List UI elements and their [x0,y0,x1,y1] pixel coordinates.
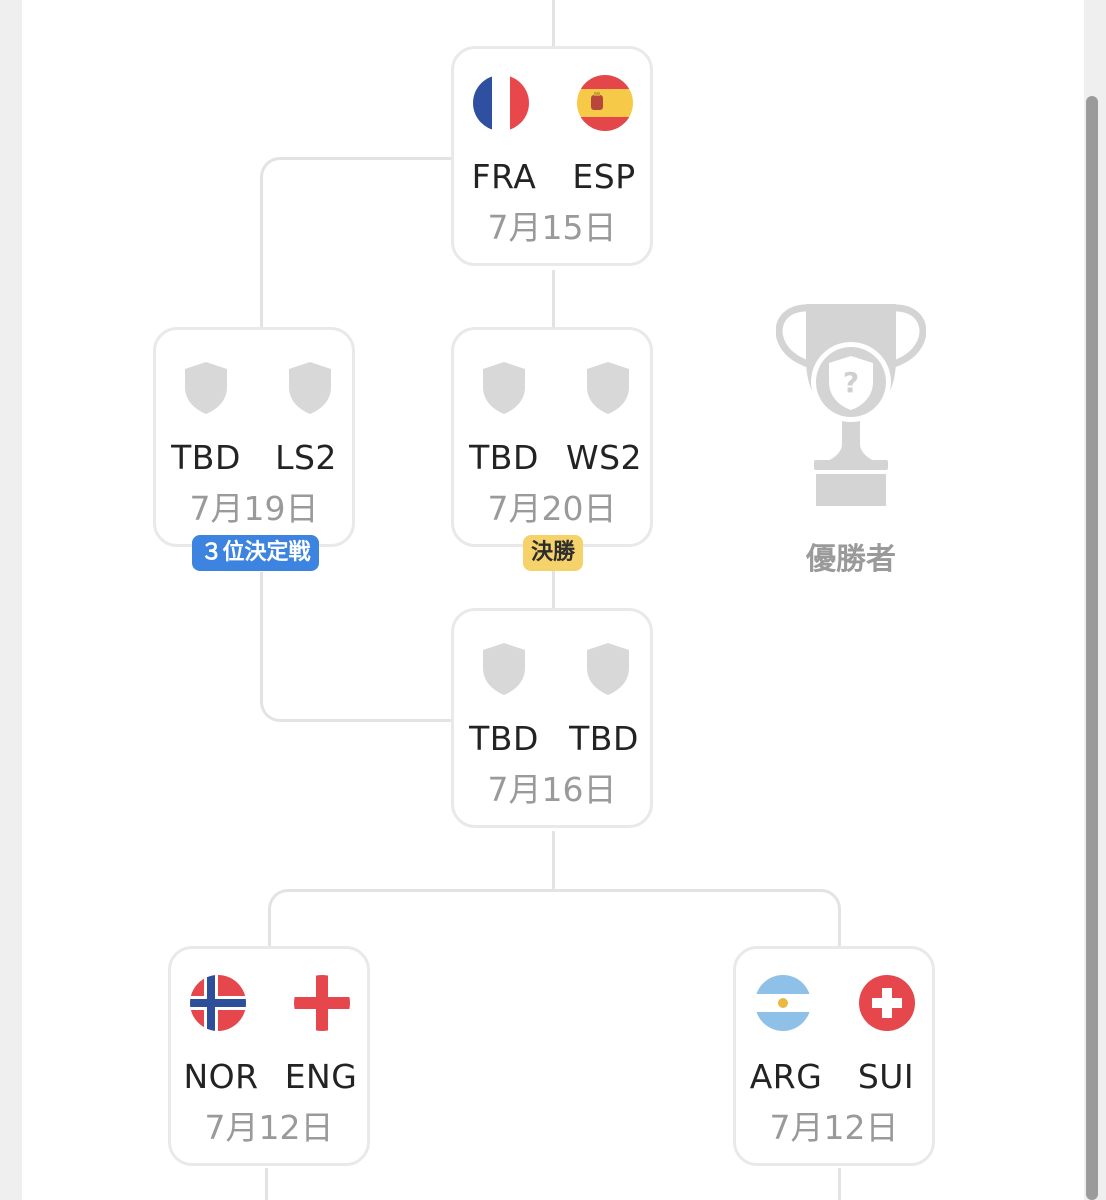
switzerland-flag-icon [859,975,915,1031]
connector-line [552,0,555,46]
match-card-third-place[interactable]: TBD LS2 7月19日 [153,327,355,547]
team-a-code: ARG [749,1057,823,1096]
connector-line [260,157,455,330]
team-a-code: TBD [171,438,241,477]
svg-text:?: ? [843,366,859,399]
trophy-icon: ? [776,304,926,506]
match-card-nor-eng[interactable]: NOR ENG 7月12日 [168,946,370,1166]
connector-line [265,1168,268,1200]
placeholder-shield-icon [587,362,629,414]
placeholder-shield-icon [483,643,525,695]
placeholder-shield-icon [289,362,331,414]
team-b-code: ESP [572,157,636,196]
connector-line [838,1168,841,1200]
match-date: 7月19日 [189,489,319,528]
match-date: 7月16日 [487,770,617,809]
argentina-flag-icon [755,975,811,1031]
third-place-badge: ３位決定戦 [192,535,319,571]
team-b-code: ENG [284,1057,358,1096]
match-card-final[interactable]: TBD WS2 7月20日 [451,327,653,547]
connector-line [268,889,841,949]
placeholder-shield-icon [483,362,525,414]
match-card-arg-sui[interactable]: ARG SUI 7月12日 [733,946,935,1166]
team-a-code: TBD [469,438,539,477]
team-a-code: TBD [469,719,539,758]
team-b-code: WS2 [565,438,643,477]
scrollbar[interactable] [1086,96,1098,1200]
match-card-fra-esp[interactable]: FRA ESP 7月15日 [451,46,653,266]
placeholder-shield-icon [185,362,227,414]
norway-flag-icon [190,975,246,1031]
final-badge: 決勝 [523,535,583,571]
team-a-code: NOR [183,1057,259,1096]
team-b-code: LS2 [275,438,337,477]
spain-flag-icon [577,75,633,131]
placeholder-shield-icon [587,643,629,695]
france-flag-icon [473,75,529,131]
match-date: 7月12日 [204,1108,334,1147]
match-date: 7月20日 [487,489,617,528]
match-card-tbd-tbd[interactable]: TBD TBD 7月16日 [451,608,653,828]
connector-line [260,572,455,722]
match-date: 7月15日 [487,208,617,247]
connector-line [552,831,555,889]
team-b-code: SUI [857,1057,915,1096]
match-date: 7月12日 [769,1108,899,1147]
connector-line [552,570,555,608]
england-flag-icon [294,975,350,1031]
connector-line [552,270,555,327]
team-b-code: TBD [569,719,639,758]
champion-label: 優勝者 [806,542,896,577]
team-a-code: FRA [471,157,537,196]
